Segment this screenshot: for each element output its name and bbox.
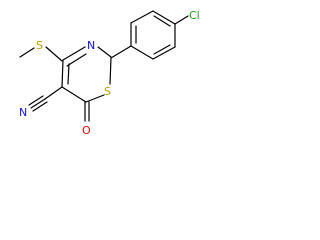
atom-label-nitrile-nitrogen: N [19,106,27,119]
atom-label-ring-sulfur: S [104,85,111,98]
bond-s-c4 [45,46,63,62]
bond-s1-c6 [85,94,105,103]
bond-c4-n3 [62,46,86,61]
bond-ph-3-4 [152,10,176,25]
atom-label-carbonyl-oxygen: O [82,124,91,137]
atom-label-chlorine: Cl [189,9,200,22]
bond-ph-6-1 [130,45,154,60]
bond-ph-cl [174,15,189,25]
bond-methyl-s [19,47,35,58]
bond-ph-inner-b [153,15,171,27]
bond-ph-inner-c [153,44,171,55]
molecule-svg: Cl S N S N O [19,9,200,137]
bond-c5-c4-double [67,63,70,85]
bond-cn-triple-3 [32,101,48,112]
atom-label-ring-nitrogen: N [87,39,95,52]
bond-layer [19,10,189,122]
bond-c4-n3-double [66,53,87,67]
bond-c5-cn [44,86,63,100]
bond-c2-s1 [109,57,112,85]
atom-label-sulfur-methylthio: S [36,39,43,52]
bond-n3-c2 [97,46,112,58]
bond-c6-c5 [61,86,87,103]
atom-label-layer: Cl S N S N O [19,9,200,137]
structure-diagram: Cl S N S N O [0,0,227,148]
bond-c2-phenyl [110,45,132,59]
bond-cn-triple-1 [30,98,46,109]
bond-c5-c4 [61,59,64,88]
bond-ph-2-3 [130,10,154,24]
bond-cn-triple-2 [28,95,44,106]
bond-ph-5-6 [152,46,176,60]
